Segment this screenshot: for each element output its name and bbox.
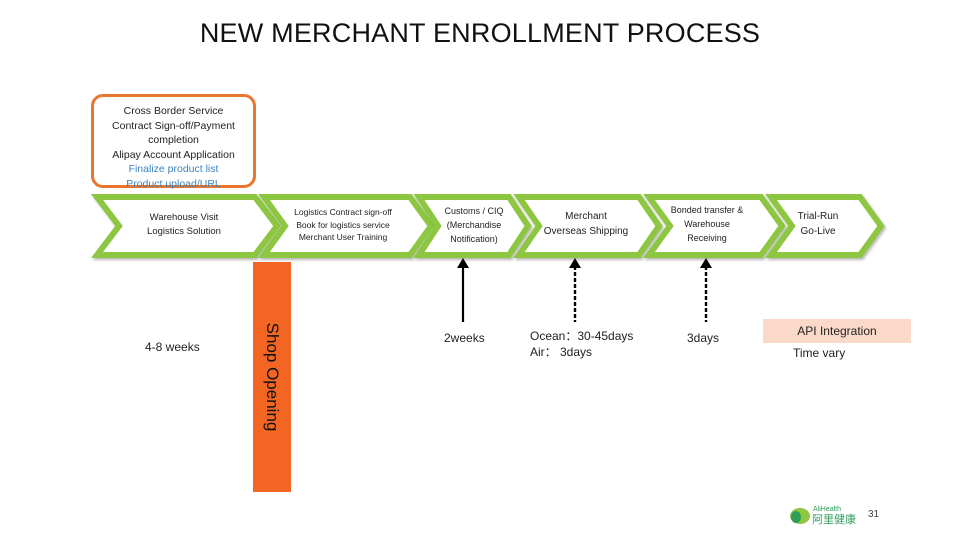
duration-air: Air： 3days (530, 345, 593, 359)
logo-en: AliHealth (813, 506, 841, 513)
arrow-overseas-shipping (569, 258, 581, 322)
stage-5-line-2: Warehouse (684, 219, 730, 229)
stage-3-line-3: Notification) (450, 234, 498, 244)
stage-3-line-1: Customs / CIQ (444, 206, 504, 216)
contract-line-1: Cross Border Service (123, 105, 224, 117)
stage-5-line-1: Bonded transfer & (670, 205, 744, 215)
contract-box: Cross Border Service Contract Sign-off/P… (91, 94, 256, 190)
shop-opening-label: Shop Opening (263, 322, 282, 432)
stage-6-line-2: Go-Live (800, 226, 836, 237)
stage-logistics-contract: Logistics Contract sign-off Book for log… (282, 206, 404, 244)
contract-line-5: Finalize product list (128, 163, 219, 175)
logo-cn: 阿里健康 (812, 512, 856, 526)
chevron-overseas-shipping (513, 194, 663, 258)
duration-shipping: Ocean：30-45days Air： 3days (530, 328, 633, 360)
arrow-bonded-transfer (700, 258, 712, 322)
stage-5-line-3: Receiving (687, 233, 727, 243)
api-integration-box: API Integration (763, 319, 911, 343)
chevron-trial-run (765, 194, 885, 258)
stage-1-line-1: Warehouse Visit (149, 212, 219, 223)
stage-2-line-1: Logistics Contract sign-off (294, 207, 392, 217)
contract-line-2: Contract Sign-off/Payment (112, 119, 235, 132)
contract-line-3: completion (148, 134, 199, 146)
page-title: NEW MERCHANT ENROLLMENT PROCESS (199, 18, 761, 48)
stage-4-line-2: Overseas Shipping (543, 226, 629, 237)
chevron-logistics-contract (258, 194, 435, 258)
stage-1-line-2: Logistics Solution (147, 226, 221, 237)
stage-overseas-shipping: Merchant Overseas Shipping (536, 209, 636, 239)
stage-trial-run: Trial-Run Go-Live (782, 209, 854, 239)
chevron-warehouse-visit (90, 194, 281, 258)
chevron-customs (413, 194, 532, 258)
shop-opening-bar: Shop Opening (253, 262, 291, 492)
duration-phase1: 4-8 weeks (145, 340, 200, 354)
stage-2-line-3: Merchant User Training (298, 232, 388, 242)
alihealth-logo: AliHealth 阿里健康 (789, 500, 864, 526)
duration-customs: 2weeks (444, 331, 485, 345)
duration-ocean: Ocean：30-45days (530, 329, 634, 343)
stage-6-line-1: Trial-Run (797, 211, 839, 222)
stage-4-line-1: Merchant (565, 211, 607, 222)
stage-2-line-2: Book for logistics service (296, 219, 390, 230)
duration-time-vary: Time vary (793, 346, 846, 360)
duration-bonded: 3days (687, 331, 720, 345)
stage-customs: Customs / CIQ (Merchandise Notification) (436, 204, 512, 246)
chevron-bonded-transfer (643, 194, 786, 258)
contract-line-6: Product upload/URL (126, 177, 221, 190)
stage-warehouse-visit: Warehouse Visit Logistics Solution (132, 211, 236, 239)
arrow-customs (457, 258, 469, 322)
page-number: 31 (868, 509, 880, 520)
contract-line-4: Alipay Account Application (112, 148, 235, 161)
stage-3-line-2: (Merchandise (446, 220, 502, 230)
stage-bonded-transfer: Bonded transfer & Warehouse Receiving (662, 203, 752, 245)
